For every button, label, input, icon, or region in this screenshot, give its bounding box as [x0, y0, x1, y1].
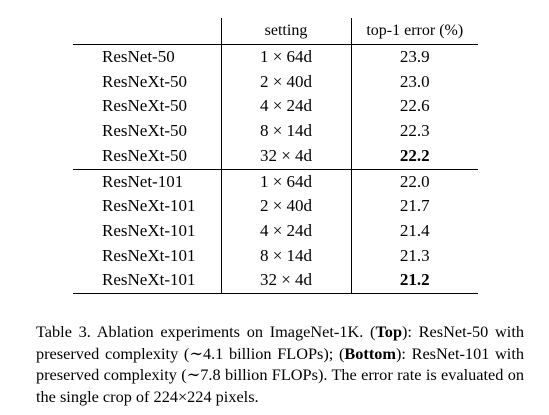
- setting-cell: 2 × 40d: [220, 69, 351, 95]
- model-cell: ResNeXt-101: [102, 220, 196, 240]
- table-row: ResNeXt-101 32 × 4d 21.2: [73, 268, 478, 295]
- table-row: ResNeXt-50 4 × 24d 22.6: [73, 94, 478, 120]
- setting-cell: 8 × 14d: [220, 243, 351, 269]
- setting-cell: 32 × 4d: [220, 143, 351, 170]
- model-cell: ResNeXt-50: [102, 71, 187, 91]
- caption-middle: ): ResNet-50 with preserved complexity (…: [36, 322, 524, 363]
- model-cell: ResNet-101: [102, 171, 184, 191]
- model-cell: ResNeXt-101: [102, 196, 196, 216]
- table-row: ResNeXt-101 4 × 24d 21.4: [73, 218, 478, 244]
- error-cell: 21.3: [350, 243, 478, 269]
- setting-cell: 1 × 64d: [220, 169, 351, 195]
- header-model: [73, 18, 221, 45]
- setting-cell: 4 × 24d: [220, 94, 351, 120]
- best-error-cell: 21.2: [350, 268, 478, 295]
- model-cell: ResNeXt-50: [102, 121, 187, 141]
- table-caption: Table 3. Ablation experiments on ImageNe…: [36, 321, 524, 407]
- table-row: ResNeXt-101 2 × 40d 21.7: [73, 194, 478, 219]
- error-cell: 21.7: [350, 194, 478, 219]
- caption-bottom-label: Bottom: [344, 343, 396, 363]
- table-row: ResNeXt-50 2 × 40d 23.0: [73, 69, 478, 95]
- caption-prefix: Table 3. Ablation experiments on ImageNe…: [36, 322, 376, 341]
- model-cell: ResNeXt-101: [73, 268, 221, 295]
- table-row: ResNet-50 1 × 64d 23.9: [73, 44, 478, 70]
- table-row: ResNeXt-50 32 × 4d 22.2: [73, 143, 478, 170]
- error-cell: 22.0: [350, 169, 478, 195]
- setting-cell: 2 × 40d: [220, 194, 351, 219]
- ablation-table: setting top-1 error (%) ResNet-50 1 × 64…: [73, 18, 478, 295]
- model-cell: ResNeXt-101: [102, 245, 196, 265]
- table-header-row: setting top-1 error (%): [73, 18, 478, 45]
- model-cell: ResNeXt-50: [102, 96, 187, 116]
- setting-cell: 1 × 64d: [220, 44, 351, 70]
- error-cell: 23.9: [350, 44, 478, 70]
- model-cell: ResNet-50: [102, 47, 175, 66]
- error-cell: 23.0: [350, 69, 478, 95]
- error-cell: 22.3: [350, 119, 478, 144]
- ablation-table-container: setting top-1 error (%) ResNet-50 1 × 64…: [73, 18, 478, 295]
- setting-cell: 8 × 14d: [220, 119, 351, 144]
- table-row: ResNet-101 1 × 64d 22.0: [73, 169, 478, 195]
- table-group-top: ResNet-50 1 × 64d 23.9 ResNeXt-50 2 × 40…: [73, 44, 478, 170]
- table-group-bottom: ResNet-101 1 × 64d 22.0 ResNeXt-101 2 × …: [73, 169, 478, 295]
- table-row: ResNeXt-50 8 × 14d 22.3: [73, 119, 478, 144]
- setting-cell: 32 × 4d: [220, 268, 351, 295]
- header-error: top-1 error (%): [350, 18, 478, 45]
- best-error-cell: 22.2: [350, 143, 478, 170]
- error-cell: 21.4: [350, 218, 478, 244]
- header-setting: setting: [220, 18, 351, 45]
- setting-cell: 4 × 24d: [220, 218, 351, 244]
- model-cell: ResNeXt-50: [73, 143, 221, 170]
- table-row: ResNeXt-101 8 × 14d 21.3: [73, 243, 478, 269]
- caption-top-label: Top: [375, 322, 402, 341]
- caption-suffix: ): ResNet-101 with preserved complexity …: [36, 343, 524, 406]
- error-cell: 22.6: [350, 94, 478, 120]
